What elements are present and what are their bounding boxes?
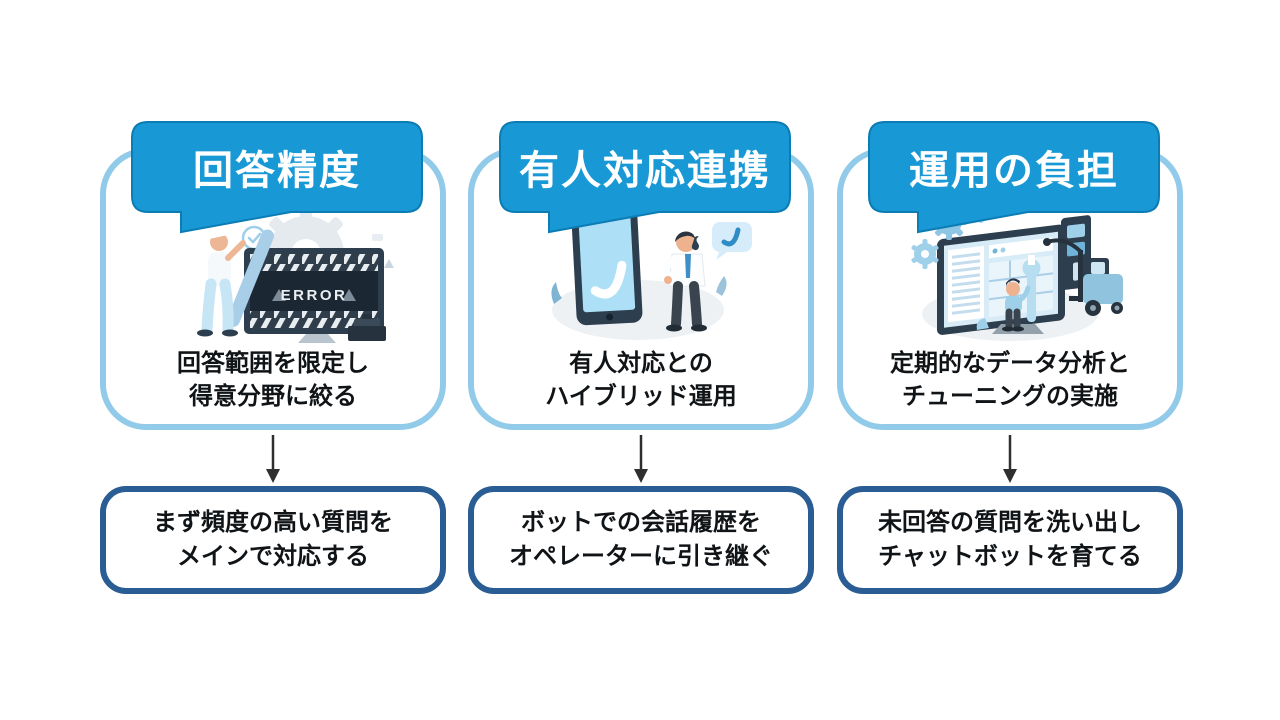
- solution-line: 未回答の質問を洗い出し: [878, 509, 1142, 536]
- solution-line: オペレーターに引き継ぐ: [509, 543, 773, 570]
- speech-bubble-shape: [499, 121, 791, 234]
- warning-triangle-icon: [272, 289, 286, 301]
- smartphone-icon: [571, 206, 643, 326]
- speech-bubble-shape: [868, 121, 1160, 234]
- down-arrow-icon: [634, 435, 648, 483]
- caption-line: 回答範囲を限定し: [177, 350, 369, 377]
- topic-caption: 回答範囲を限定し 得意分野に絞る: [100, 347, 446, 413]
- down-arrow-icon: [1003, 435, 1017, 483]
- topic-title: 運用の負担: [909, 149, 1119, 193]
- phone-handset-icon: [590, 260, 627, 299]
- worker-person: [197, 229, 275, 337]
- caption-line: ハイブリッド運用: [545, 383, 737, 410]
- technician-person: [976, 255, 1041, 332]
- caption-line: 得意分野に絞る: [189, 383, 357, 410]
- topic-caption: 有人対応との ハイブリッド運用: [468, 347, 814, 413]
- solution-line: チャットボットを育てる: [878, 543, 1142, 570]
- down-arrow-icon: [266, 435, 280, 483]
- necktie: [685, 254, 691, 278]
- call-chat-bubble-icon: [712, 222, 752, 260]
- topic-title: 有人対応連携: [519, 149, 771, 193]
- caption-line: チューニングの実施: [902, 383, 1118, 410]
- forklift-icon: [1043, 238, 1123, 316]
- topic-caption: 定期的なデータ分析と チューニングの実施: [837, 347, 1183, 413]
- caption-line: 有人対応との: [569, 350, 713, 377]
- error-monitor-illustration: ERROR: [186, 196, 394, 343]
- topic-title: 回答精度: [193, 149, 361, 193]
- solution-box: 未回答の質問を洗い出し チャットボットを育てる: [837, 486, 1183, 594]
- toolbox-icon: [348, 314, 386, 341]
- error-text: ERROR: [281, 287, 348, 304]
- operator-person: [663, 231, 707, 332]
- column-answer-accuracy: ERROR 回答: [100, 0, 446, 720]
- solution-line: ボットでの会話履歴を: [521, 509, 761, 536]
- column-operation-load: 運用の負担 定期的なデータ分析と チューニングの実施 未回答の質問を洗い出し チ…: [837, 0, 1183, 720]
- data-maintenance-illustration: [911, 197, 1123, 341]
- callout-header: 有人対応連携: [499, 121, 791, 235]
- callout-header: 運用の負担: [868, 121, 1160, 235]
- solution-box: まず頻度の高い質問を メインで対応する: [100, 486, 446, 594]
- solution-line: メインで対応する: [177, 543, 369, 570]
- speech-bubble-shape: [131, 121, 423, 234]
- caption-line: 定期的なデータ分析と: [890, 350, 1130, 377]
- solution-box: ボットでの会話履歴を オペレーターに引き継ぐ: [468, 486, 814, 594]
- solution-line: まず頻度の高い質問を: [153, 509, 393, 536]
- phone-operator-illustration: [551, 192, 752, 340]
- callout-header: 回答精度: [131, 121, 423, 235]
- error-monitor: ERROR: [244, 248, 384, 343]
- warning-triangle-icon: [342, 289, 356, 301]
- column-human-handoff: 有人対応連携 有人対応との ハイブリッド運用 ボットでの会話履歴を オペレーター…: [468, 0, 814, 720]
